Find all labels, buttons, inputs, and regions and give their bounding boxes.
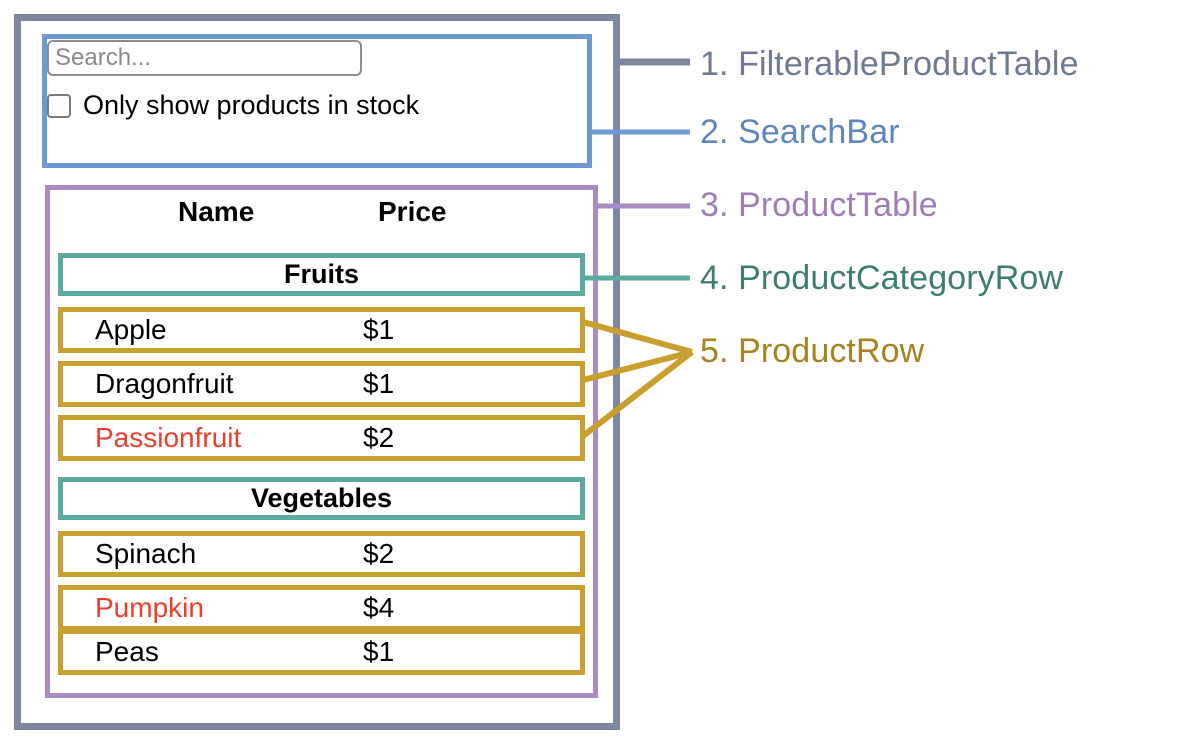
product-row-spinach[interactable]: Spinach $2 <box>58 531 585 577</box>
product-table-header: Name Price <box>58 196 585 241</box>
product-name: Passionfruit <box>95 422 242 453</box>
column-header-price: Price <box>378 196 447 227</box>
legend-label-product-table: 3. ProductTable <box>700 186 938 224</box>
product-price: $1 <box>363 314 395 345</box>
product-row-pumpkin[interactable]: Pumpkin $4 <box>58 585 585 631</box>
product-row-passionfruit[interactable]: Passionfruit $2 <box>58 415 585 461</box>
product-price: $1 <box>363 636 395 667</box>
legend-label-filterable-product-table: 1. FilterableProductTable <box>700 45 1079 83</box>
legend-label-product-row: 5. ProductRow <box>700 332 925 370</box>
product-row-dragonfruit[interactable]: Dragonfruit $1 <box>58 361 585 407</box>
product-name: Peas <box>95 636 159 667</box>
in-stock-filter-row[interactable]: Only show products in stock <box>47 92 419 119</box>
product-category-row-fruits: Fruits <box>58 253 585 296</box>
in-stock-checkbox-label: Only show products in stock <box>83 90 420 120</box>
product-price: $1 <box>363 368 395 399</box>
product-price: $2 <box>363 538 395 569</box>
category-label: Vegetables <box>250 483 393 513</box>
product-name: Pumpkin <box>95 592 204 623</box>
product-category-row-vegetables: Vegetables <box>58 477 585 520</box>
legend-label-search-bar: 2. SearchBar <box>700 113 900 151</box>
search-input[interactable] <box>47 40 362 76</box>
product-price: $2 <box>363 422 395 453</box>
product-row-peas[interactable]: Peas $1 <box>58 629 585 675</box>
category-label: Fruits <box>283 259 359 289</box>
product-row-apple[interactable]: Apple $1 <box>58 307 585 353</box>
product-name: Apple <box>95 314 167 345</box>
legend-label-product-category-row: 4. ProductCategoryRow <box>700 259 1064 297</box>
product-name: Spinach <box>95 538 197 569</box>
in-stock-checkbox[interactable] <box>47 93 71 118</box>
product-name: Dragonfruit <box>95 368 234 399</box>
column-header-name: Name <box>178 196 255 227</box>
product-price: $4 <box>363 592 395 623</box>
